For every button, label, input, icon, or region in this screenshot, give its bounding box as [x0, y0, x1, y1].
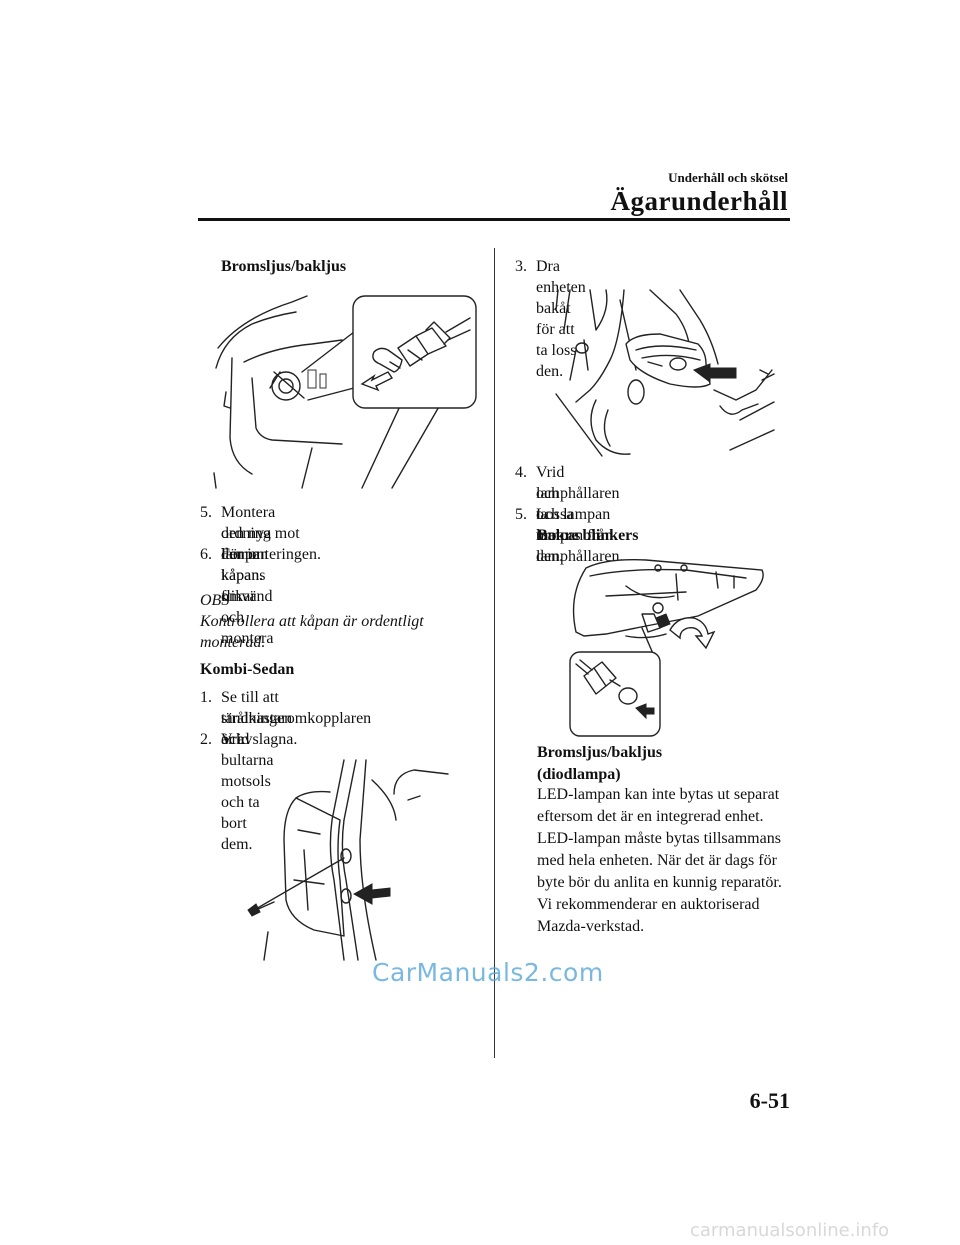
watermark-top: CarManuals2.com [372, 958, 604, 987]
step-number: 2. [200, 731, 212, 748]
section-heading-kombi-sedan: Kombi-Sedan [200, 661, 295, 678]
illustration-pull-lamp-unit [555, 289, 775, 457]
step-text-line2: ordning mot demonteringen. [221, 525, 321, 563]
subheading-rear-turn-signal: Bakre blinkers [537, 527, 639, 544]
led-text-line5: byte bör du anlita en kunnig reparatör. [537, 874, 782, 891]
column-divider [494, 248, 495, 1058]
step-text-line1: Se till att tändningen och [221, 689, 293, 748]
section-title: Underhåll och skötsel [668, 170, 788, 185]
led-text-line2: eftersom det är en integrerad enhet. [537, 808, 764, 825]
led-text-line6: Vi rekommenderar en auktoriserad [537, 896, 760, 913]
step-text: Lossa lampan från lamphållaren. [536, 506, 624, 565]
step-number: 4. [515, 464, 527, 481]
led-heading-line2: (diodlampa) [537, 766, 621, 783]
step-number: 5. [200, 504, 212, 521]
illustration-brake-bulb-removal [213, 295, 477, 489]
note-text-line1: Kontrollera att kåpan är ordentligt [200, 613, 424, 630]
chapter-title: Ägarunderhåll [610, 186, 788, 216]
step-text-line1: Vrid lamphållaren och lampan moturs [536, 464, 620, 544]
note-text-line2: monterad. [200, 634, 266, 651]
step-number: 3. [515, 258, 527, 275]
step-number: 6. [200, 546, 212, 563]
step-text-line1: Montera den nya lampan i omvänd [221, 504, 276, 605]
note-label: OBS [200, 592, 230, 609]
step-text-line1: För in kåpans flikar och montera [221, 546, 274, 647]
step-number: 5. [515, 506, 527, 523]
step-text-line1: Vrid bultarna motsols och ta bort dem. [221, 731, 274, 853]
illustration-turn-signal-bulb [569, 558, 764, 737]
step-number: 1. [200, 689, 212, 706]
step-text-line2: strålkastaromkopplaren är avslagna. [221, 710, 372, 748]
header-rule [198, 218, 790, 221]
watermark-bottom: carmanualsonline.info [690, 1220, 890, 1241]
step-text-line2: och ta ur den. [536, 485, 564, 565]
step-text-line2: kåpan. [221, 567, 264, 584]
subheading-brake-light: Bromsljus/bakljus [221, 258, 347, 275]
led-text-line1: LED-lampan kan inte bytas ut separat [537, 786, 780, 803]
led-text-line7: Mazda-verkstad. [537, 918, 645, 935]
illustration-bolt-removal [247, 759, 449, 961]
led-text-line3: LED-lampan måste bytas tillsammans [537, 830, 781, 847]
page-number: 6-51 [749, 1088, 790, 1113]
led-heading-line1: Bromsljus/bakljus [537, 744, 663, 761]
led-text-line4: med hela enheten. När det är dags för [537, 852, 777, 869]
